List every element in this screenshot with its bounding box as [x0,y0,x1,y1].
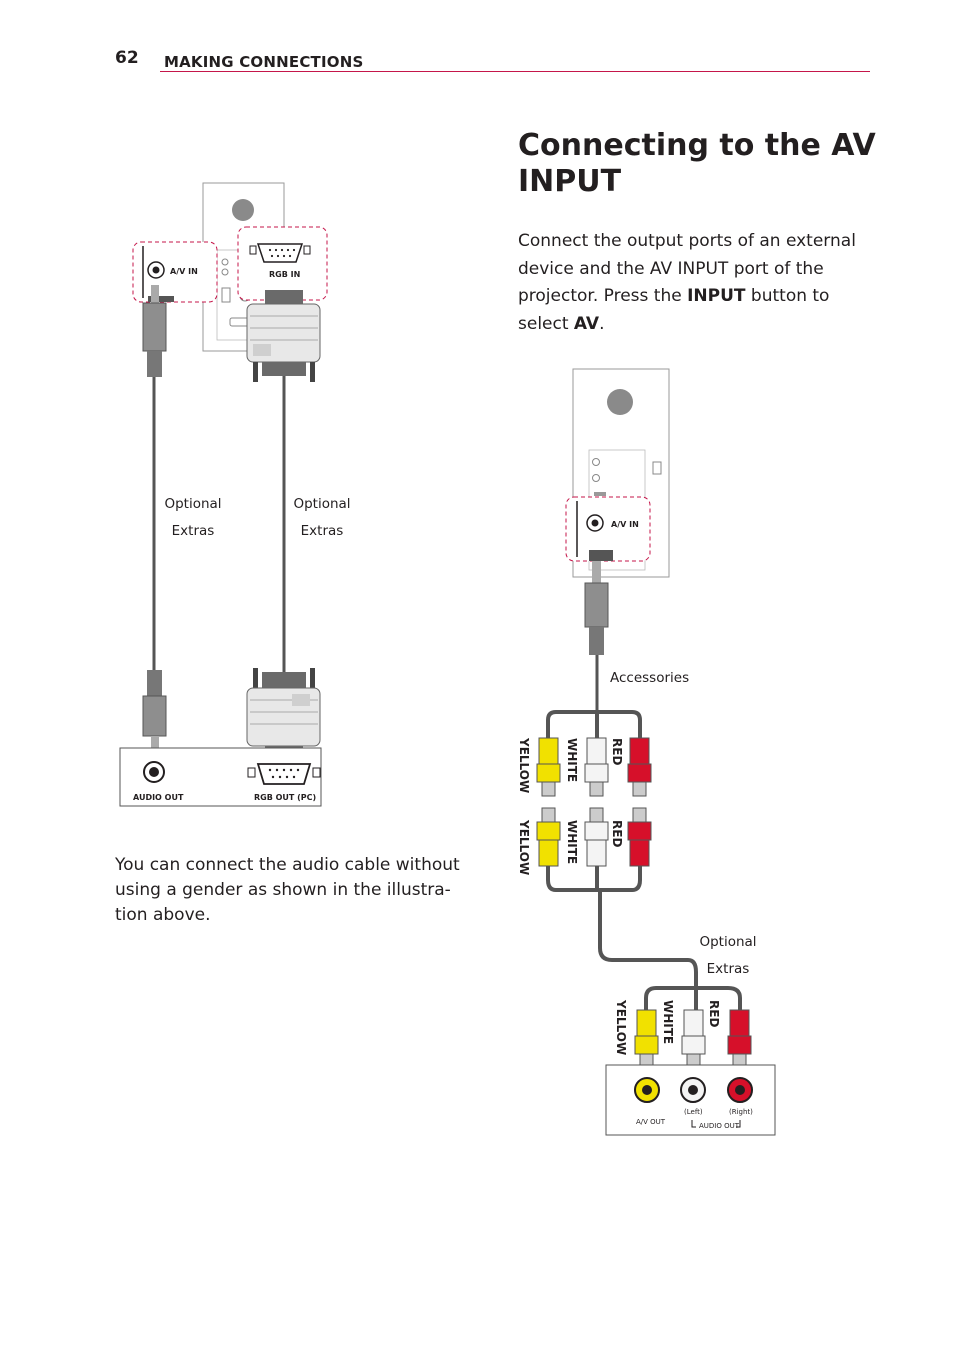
optional-label-1: Optional [164,496,221,512]
rgb-in-port-label: RGB IN [269,270,300,279]
label-yellow-upper: YELLOW [517,737,531,793]
port-icon [221,258,229,266]
rca-plug-white-upper [584,737,609,797]
av-label: AV [573,313,600,334]
label-white-upper: WHITE [565,738,579,782]
rca-plug-red-lower [627,807,652,867]
rca-plug-red-bottom [727,1009,752,1069]
rca-plug-white-bottom [681,1009,706,1069]
rca-plug-yellow-bottom [634,1009,659,1069]
audio-out-jack-icon [143,761,165,783]
label-red-lower: RED [610,820,624,847]
vga-port-icon [256,243,304,263]
label-yellow-lower: YELLOW [517,819,531,875]
extras-label-2: Extras [301,523,344,539]
intro-text-3: . [599,313,605,334]
label-yellow-bottom: YELLOW [614,999,628,1055]
av-in-jack-icon [147,261,165,279]
hdmi-port-icon [221,287,231,303]
rgb-out-pc-label: RGB OUT (PC) [254,793,316,802]
extras-label-right: Extras [707,961,750,977]
header-rule [160,71,870,72]
optional-label-2: Optional [293,496,350,512]
audio-right-label: (Right) [729,1108,753,1116]
intro-text-2: button to select [518,286,830,334]
port-icon [221,268,229,276]
av-in-port-label-right: A/V IN [611,520,639,529]
rca-plug-yellow-upper [536,737,561,797]
extras-label-1: Extras [172,523,215,539]
av-in-jack-icon [586,514,604,532]
rca-plug-white-lower [584,807,609,867]
projector-fan-icon [607,389,633,415]
audio-out-label-right: AUDIO OUT [699,1122,740,1130]
intro-paragraph: Connect the output ports of an external … [518,228,878,338]
page-heading: Connecting to the AV INPUT [518,128,876,199]
intro-text-1: Connect the output ports of an external … [518,231,856,306]
rca-plug-yellow-lower [536,807,561,867]
label-red-upper: RED [610,738,624,765]
projector-fan-icon [232,199,254,221]
av-in-zoom-callout-right [565,496,651,562]
page-number: 62 [115,48,139,68]
label-white-lower: WHITE [565,820,579,864]
rgb-out-port-icon [256,763,312,785]
av-cable [598,890,698,988]
label-red-bottom: RED [707,1000,721,1027]
optional-label-right: Optional [699,934,756,950]
rca-plug-red-upper [627,737,652,797]
label-white-bottom: WHITE [661,1000,675,1044]
av-in-port-label: A/V IN [170,267,198,276]
section-title: MAKING CONNECTIONS [164,53,364,71]
audio-out-label: AUDIO OUT [133,793,184,802]
audio-left-label: (Left) [684,1108,703,1116]
note-paragraph: You can connect the audio cable without … [115,855,460,925]
input-button-label: INPUT [687,286,746,306]
accessories-label: Accessories [610,670,689,686]
av-out-label: A/V OUT [636,1118,666,1126]
av-plug-top [584,582,609,628]
